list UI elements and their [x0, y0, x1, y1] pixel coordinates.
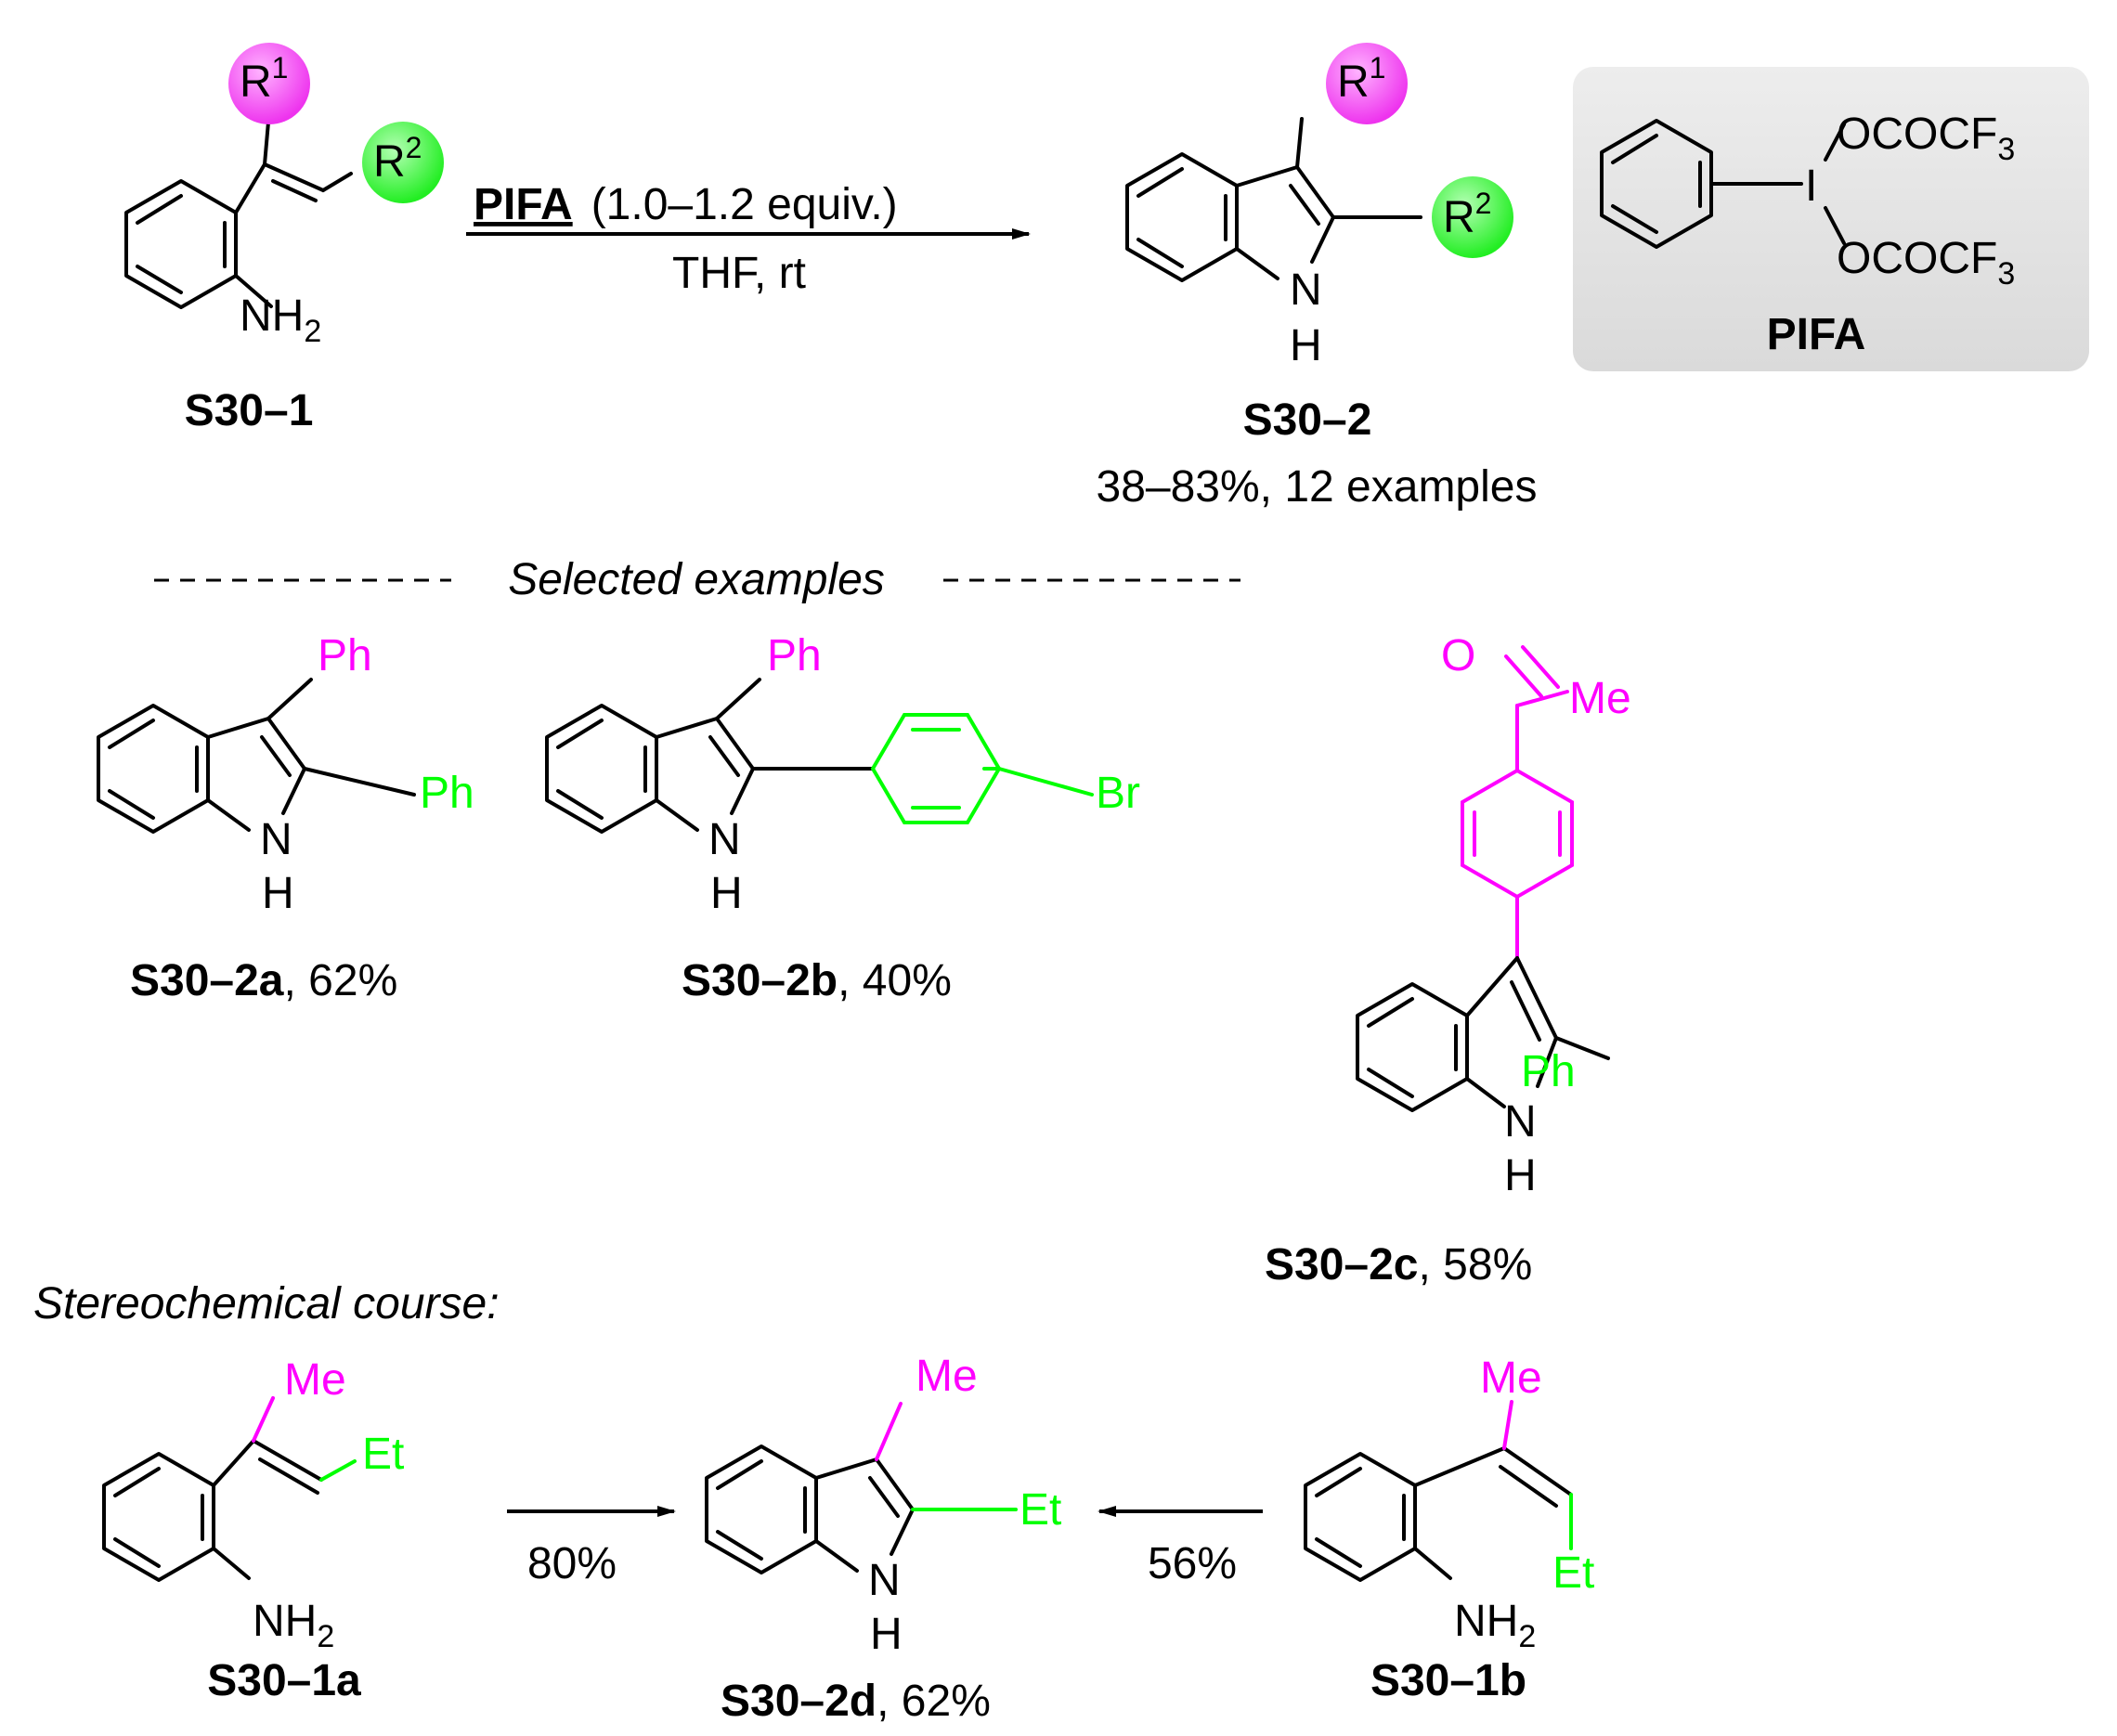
r2-substituent-marker	[362, 122, 444, 203]
example-2c-label: S30–2c, 58%	[1265, 1240, 1532, 1289]
stereo-center-structure: Me Et N H	[705, 1352, 1061, 1659]
stereo-right-label: S30–1b	[1370, 1656, 1526, 1705]
product-yield-range: 38–83%, 12 examples	[1097, 462, 1538, 512]
stereo-right-yield: 56%	[1148, 1539, 1237, 1588]
example-2a-structure: Ph Ph N H	[97, 631, 474, 918]
reaction-conditions: PIFA(1.0–1.2 equiv.)	[474, 180, 898, 229]
svg-text:Ph: Ph	[318, 631, 372, 680]
svg-text:Me: Me	[1480, 1354, 1542, 1403]
svg-text:Ph: Ph	[767, 631, 822, 680]
svg-text:O: O	[1441, 631, 1475, 680]
svg-text:H: H	[262, 869, 294, 918]
pifa-reagent-box: I OCOCF3 OCOCF3 PIFA	[1573, 67, 2089, 371]
stereo-right-structure: Me Et NH2	[1304, 1354, 1594, 1654]
svg-text:OCOCF3: OCOCF3	[1837, 234, 2015, 291]
svg-text:NH2: NH2	[1454, 1597, 1536, 1654]
svg-text:OCOCF3: OCOCF3	[1837, 110, 2015, 167]
svg-text:N: N	[1290, 266, 1322, 315]
svg-text:Me: Me	[916, 1352, 978, 1401]
svg-text:Et: Et	[1552, 1548, 1594, 1598]
svg-text:Ph: Ph	[1521, 1047, 1576, 1096]
svg-text:N: N	[868, 1556, 901, 1605]
start-material-label: S30–1	[185, 386, 314, 435]
svg-text:N: N	[260, 815, 292, 864]
svg-text:Me: Me	[1569, 674, 1631, 723]
stereo-left-label: S30–1a	[207, 1656, 361, 1705]
svg-text:Et: Et	[1020, 1485, 1061, 1535]
product-r2-marker	[1432, 176, 1513, 258]
svg-text:I: I	[1805, 162, 1817, 211]
product-label: S30–2	[1243, 395, 1372, 445]
start-nh2-group: NH2	[240, 291, 321, 349]
svg-text:N: N	[708, 815, 741, 864]
example-2b-structure: Ph Br N H	[545, 631, 1140, 918]
svg-text:H: H	[710, 869, 743, 918]
example-2a-label: S30–2a, 62%	[130, 956, 397, 1005]
stereo-center-label: S30–2d, 62%	[721, 1677, 991, 1726]
svg-text:Me: Me	[284, 1355, 346, 1405]
example-2c-structure: O Me Ph N H	[1356, 631, 1631, 1200]
example-2b-label: S30–2b, 40%	[682, 956, 952, 1005]
product-r1-marker	[1326, 43, 1408, 124]
pifa-label: PIFA	[1767, 310, 1866, 359]
svg-text:Br: Br	[1096, 769, 1140, 818]
svg-text:NH2: NH2	[253, 1597, 334, 1654]
svg-text:H: H	[1504, 1151, 1537, 1200]
svg-text:Et: Et	[362, 1430, 404, 1479]
reaction-solvent: THF, rt	[672, 249, 806, 298]
svg-text:H: H	[1290, 321, 1322, 370]
svg-text:R1: R1	[240, 51, 288, 107]
stereo-heading: Stereochemical course:	[33, 1279, 500, 1328]
product-structure: R1 R2 N H	[1125, 43, 1513, 370]
selected-examples-heading: Selected examples	[508, 555, 885, 604]
svg-text:N: N	[1504, 1097, 1537, 1147]
stereo-left-structure: Me Et NH2	[102, 1355, 404, 1654]
svg-text:R2: R2	[1443, 187, 1491, 242]
svg-text:H: H	[870, 1610, 903, 1659]
svg-text:R1: R1	[1337, 51, 1385, 107]
stereo-left-yield: 80%	[527, 1539, 617, 1588]
r1-substituent-marker	[228, 43, 310, 124]
svg-text:Ph: Ph	[420, 769, 474, 818]
start-material-structure: R1 R2 NH2	[124, 43, 444, 349]
svg-text:R2: R2	[373, 131, 422, 187]
